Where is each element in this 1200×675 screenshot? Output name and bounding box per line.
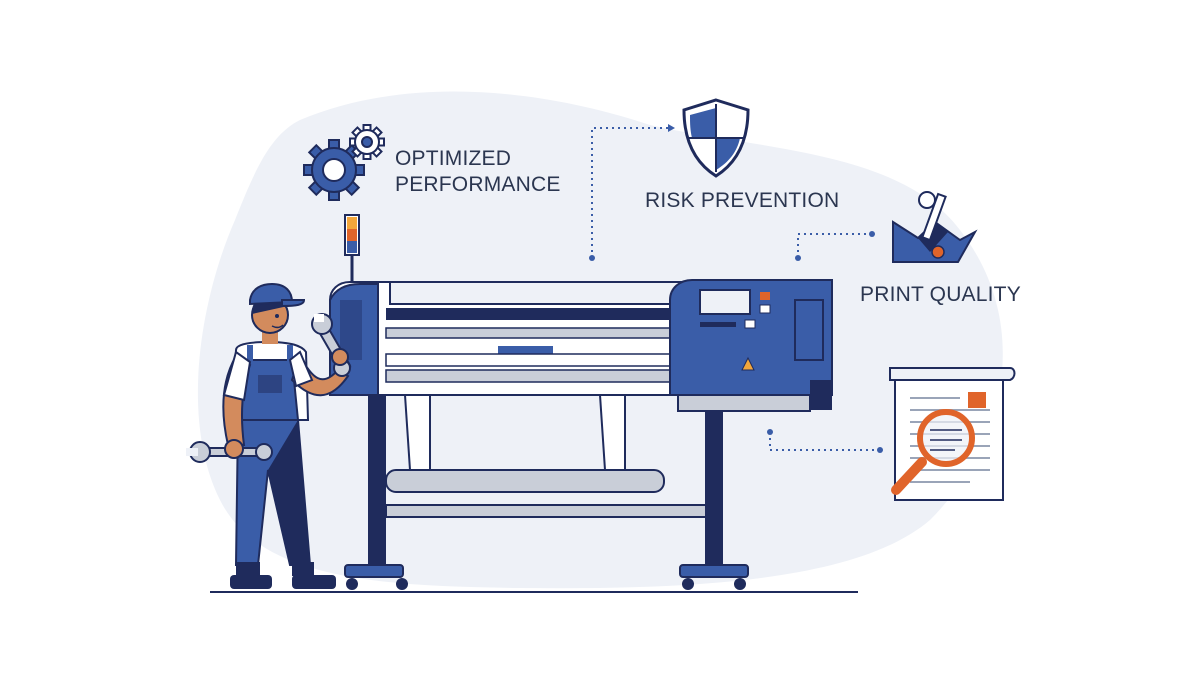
connector-lines [591, 127, 880, 451]
risk-prevention-label: RISK PREVENTION [645, 189, 840, 212]
document-magnifier-icon [889, 367, 1016, 501]
optimized-performance-line2: PERFORMANCE [395, 173, 561, 196]
print-tool-icon [892, 191, 978, 263]
shield-icon [682, 98, 750, 178]
technician [222, 282, 350, 589]
printer [329, 279, 833, 590]
status-light-icon [344, 214, 360, 282]
optimized-performance-label: OPTIMIZED PERFORMANCE [395, 146, 561, 198]
gears-icon [303, 124, 385, 201]
print-quality-label: PRINT QUALITY [860, 283, 1021, 306]
wrench-icon-raised [311, 313, 352, 377]
wrench-icon [186, 439, 273, 463]
optimized-performance-line1: OPTIMIZED [395, 147, 512, 170]
